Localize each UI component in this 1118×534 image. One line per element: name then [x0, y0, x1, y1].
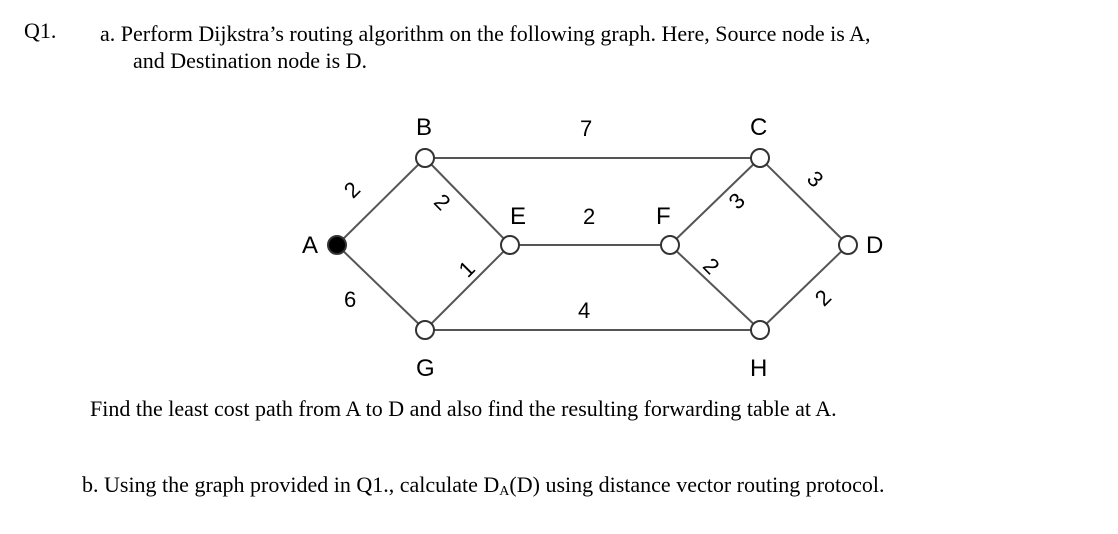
weight-g-h: 4 — [578, 298, 590, 323]
weight-c-d: 3 — [802, 166, 828, 192]
weight-a-g: 6 — [344, 287, 356, 312]
edge-h-d — [759, 244, 849, 331]
node-c — [750, 148, 770, 168]
node-label-e: E — [510, 203, 526, 230]
edge-c-d — [759, 157, 849, 246]
question-part-b: b. Using the graph provided in Q1., calc… — [82, 472, 885, 500]
weight-e-f: 2 — [583, 204, 595, 229]
weight-b-e: 2 — [429, 189, 455, 215]
question-number: Q1. — [24, 18, 57, 43]
node-label-f: F — [656, 203, 671, 230]
question-part-a: a. Perform Dijkstra’s routing algorithm … — [100, 20, 1115, 74]
node-label-h: H — [750, 355, 767, 382]
edge-f-c — [669, 157, 761, 246]
node-b — [415, 148, 435, 168]
edge-b-e — [424, 157, 511, 246]
node-g — [415, 320, 435, 340]
node-h — [750, 320, 770, 340]
edge-f-h — [669, 244, 761, 331]
node-label-b: B — [416, 114, 432, 141]
node-label-a: A — [302, 232, 318, 259]
part-b-suffix: (D) using distance vector routing protoc… — [509, 472, 885, 497]
weight-a-b: 2 — [339, 177, 365, 203]
part-a-line-2: and Destination node is D. — [133, 48, 368, 73]
node-e — [500, 235, 520, 255]
node-label-g: G — [416, 355, 435, 382]
edge-a-b — [336, 157, 426, 246]
node-a — [327, 235, 347, 255]
weight-h-d: 2 — [810, 285, 836, 311]
edge-a-g — [336, 244, 426, 331]
node-d — [838, 235, 858, 255]
find-instruction: Find the least cost path from A to D and… — [90, 396, 837, 421]
edge-g-e — [424, 244, 511, 331]
part-b-subscript: A — [499, 484, 510, 499]
weight-f-c: 3 — [724, 188, 750, 214]
node-label-d: D — [866, 232, 883, 259]
part-a-line-1: a. Perform Dijkstra’s routing algorithm … — [100, 21, 871, 46]
weight-b-c: 7 — [580, 116, 592, 141]
node-f — [660, 235, 680, 255]
part-b-prefix: b. Using the graph provided in Q1., calc… — [82, 472, 500, 497]
node-label-c: C — [750, 114, 767, 141]
